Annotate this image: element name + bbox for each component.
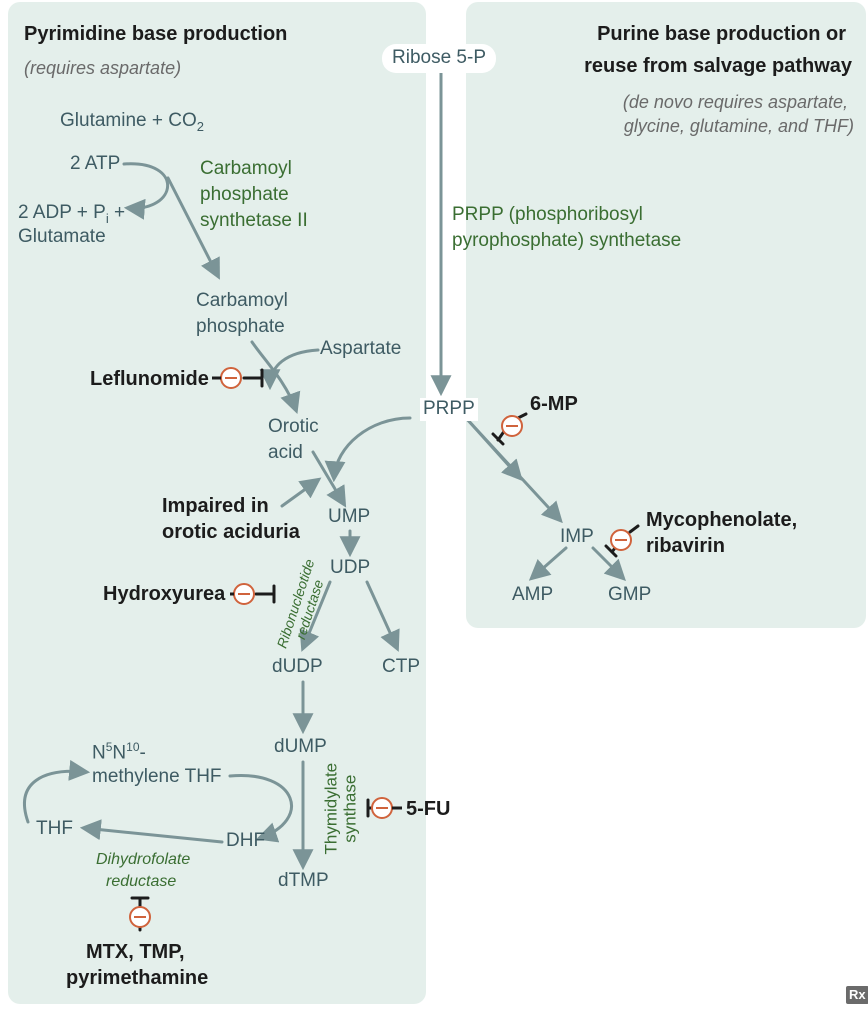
node-aspartate: Aspartate xyxy=(320,338,402,359)
node-atp: 2 ATP xyxy=(70,153,121,174)
arrow-prpp-to-imp-mid xyxy=(464,416,523,482)
node-dudp: dUDP xyxy=(272,656,323,677)
purine-title-2: reuse from salvage pathway xyxy=(584,55,852,77)
node-thf: THF xyxy=(36,818,73,839)
purine-subtitle-1: (de novo requires aspartate, xyxy=(622,92,848,112)
purine-subtitle-2: glycine, glutamine, and THF) xyxy=(623,116,854,136)
node-prpp: PRPP xyxy=(420,398,478,421)
arrow-carbamoyl-to-orotic xyxy=(250,340,301,414)
drug-leflunomide: Leflunomide xyxy=(90,368,209,390)
drug-impaired-1: Impaired in xyxy=(162,495,269,517)
node-ribose5p: Ribose 5-P xyxy=(382,44,496,73)
drug-mtx-2: pyrimethamine xyxy=(66,967,209,989)
node-carbamoyl-1: Carbamoyl xyxy=(196,290,288,311)
purine-title-1: Purine base production or xyxy=(597,23,846,45)
node-methylene-thf-1: N5N10- xyxy=(92,740,146,764)
node-glutamate: Glutamate xyxy=(18,226,106,247)
node-orotic-1: Orotic xyxy=(268,416,319,437)
node-dtmp: dTMP xyxy=(278,870,329,891)
arrow-thf-to-methylene xyxy=(23,759,91,824)
arrow-dhf-to-thf xyxy=(79,819,224,844)
node-glutamine-co2: Glutamine + CO2 xyxy=(60,110,204,134)
arrow-glutamine-to-carbamoyl xyxy=(166,176,220,280)
arrow-udp-to-ctp xyxy=(365,580,400,652)
arrow-aspartate-join xyxy=(259,348,320,391)
arrow-udp-to-dudp xyxy=(299,580,332,652)
enzyme-cps2-2: phosphate xyxy=(200,184,289,205)
node-dump: dUMP xyxy=(274,736,327,757)
node-dhf: DHF xyxy=(226,830,266,851)
arrow-imp-to-amp xyxy=(528,546,568,581)
enzyme-cps2-3: synthetase II xyxy=(200,210,308,231)
drug-myco-1: Mycophenolate, xyxy=(646,509,798,531)
node-methylene-thf-2: methylene THF xyxy=(92,766,222,787)
enzyme-cps2-1: Carbamoyl xyxy=(200,158,292,179)
enzyme-prpp-synth-2: pyrophosphate) synthetase xyxy=(452,230,682,251)
arrow-methylene-to-dhf xyxy=(228,774,293,843)
node-amp: AMP xyxy=(512,584,554,605)
node-imp: IMP xyxy=(560,526,594,547)
arrow-impaired xyxy=(280,477,322,508)
drug-5fu: 5-FU xyxy=(406,798,451,820)
drug-myco-2: ribavirin xyxy=(646,535,725,557)
pyrimidine-panel xyxy=(8,2,426,1004)
drug-6mp: 6-MP xyxy=(530,393,578,415)
node-adp-pi: 2 ADP + Pi + xyxy=(18,202,126,226)
node-orotic-2: acid xyxy=(268,442,303,463)
drug-impaired-2: orotic aciduria xyxy=(162,521,300,543)
pyrimidine-title: Pyrimidine base production xyxy=(24,23,288,45)
rx-logo: Rx xyxy=(846,986,868,1004)
arrow-imp-to-gmp xyxy=(591,546,626,581)
tee-hydroxyurea xyxy=(254,584,276,604)
drug-mtx-1: MTX, TMP, xyxy=(86,941,185,963)
purine-panel xyxy=(466,2,866,628)
tee-leflunomide xyxy=(242,368,264,388)
arrow-prpp-to-ump xyxy=(324,416,412,483)
node-ump: UMP xyxy=(328,506,371,527)
enzyme-prpp-synth-1: PRPP (phosphoribosyl xyxy=(452,204,643,225)
enzyme-dhfr-1: Dihydrofolate xyxy=(96,851,191,868)
node-udp: UDP xyxy=(330,557,371,578)
drug-hydroxyurea: Hydroxyurea xyxy=(103,583,226,605)
arrow-atp-to-adp xyxy=(122,162,169,220)
enzyme-dhfr-2: reductase xyxy=(106,873,177,890)
pyrimidine-subtitle: (requires aspartate) xyxy=(24,58,182,78)
node-gmp: GMP xyxy=(608,584,652,605)
node-carbamoyl-2: phosphate xyxy=(196,316,285,337)
node-ctp: CTP xyxy=(382,656,420,677)
